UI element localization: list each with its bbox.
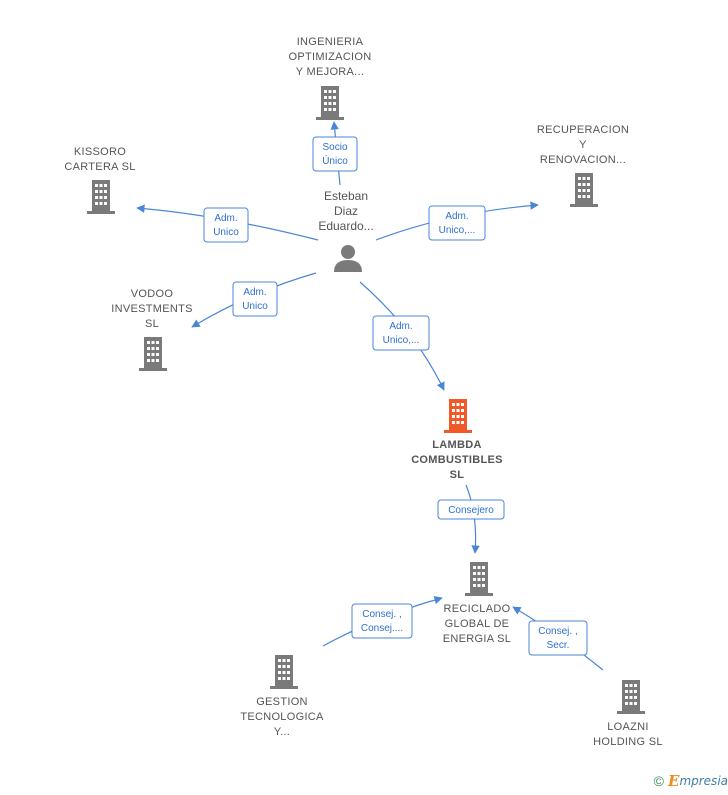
company-label-line: GESTION bbox=[256, 696, 308, 708]
company-node-kissoro[interactable]: KISSORO CARTERA SL bbox=[64, 146, 135, 214]
edge-label-line: Secr. bbox=[547, 640, 570, 651]
brand-footer: © E mpresia bbox=[654, 771, 728, 791]
edge-label-loazni-to-reciclado: Consej. , Secr. bbox=[528, 620, 588, 656]
building-icon bbox=[465, 562, 493, 596]
edge-label-line: Adm. bbox=[445, 211, 468, 222]
edge-label-line: Unico bbox=[213, 227, 239, 238]
company-label-line: VODOO bbox=[131, 288, 174, 300]
edge-label-to-ingenieria: Socio Único bbox=[312, 136, 358, 172]
person-label-line: Diaz bbox=[334, 204, 358, 218]
company-label-line: CARTERA SL bbox=[64, 161, 135, 173]
edge-label-line: Socio bbox=[322, 142, 347, 153]
edge-label-to-vodoo: Adm. Unico bbox=[232, 281, 278, 317]
building-icon bbox=[87, 180, 115, 214]
building-icon bbox=[444, 399, 472, 433]
company-node-loazni[interactable]: LOAZNI HOLDING SL bbox=[593, 680, 663, 748]
edge-label-line: Unico bbox=[242, 301, 268, 312]
building-icon bbox=[617, 680, 645, 714]
company-label-line: TECNOLOGICA bbox=[240, 711, 324, 723]
edge-label-line: Unico,... bbox=[383, 335, 420, 346]
company-label-line: LAMBDA bbox=[432, 439, 481, 451]
person-label-line: Esteban bbox=[324, 189, 368, 203]
company-label-line: ENERGIA SL bbox=[443, 633, 511, 645]
edge-label-gestion-to-reciclado: Consej. , Consej.... bbox=[351, 603, 413, 639]
edge-label-line: Consej.... bbox=[361, 623, 403, 634]
company-label-line: INGENIERIA bbox=[297, 36, 364, 48]
company-node-ingenieria[interactable]: INGENIERIA OPTIMIZACION Y MEJORA... bbox=[288, 36, 371, 120]
company-node-gestion[interactable]: GESTION TECNOLOGICA Y... bbox=[240, 655, 324, 738]
edge-label-line: Consej. , bbox=[362, 609, 401, 620]
edge-label-to-recuperacion: Adm. Unico,... bbox=[428, 205, 486, 241]
person-icon bbox=[334, 245, 362, 272]
person-node[interactable]: Esteban Diaz Eduardo... bbox=[318, 189, 374, 272]
building-icon bbox=[316, 86, 344, 120]
company-label-line: HOLDING SL bbox=[593, 736, 663, 748]
edge-label-line: Adm. bbox=[389, 321, 412, 332]
company-label-line: SL bbox=[450, 469, 465, 481]
company-label-line: Y... bbox=[274, 726, 290, 738]
company-node-recuperacion[interactable]: RECUPERACION Y RENOVACION... bbox=[537, 124, 629, 207]
person-label-line: Eduardo... bbox=[318, 219, 373, 233]
building-icon bbox=[270, 655, 298, 689]
company-label-line: SL bbox=[145, 318, 159, 330]
company-label-line: RECICLADO bbox=[444, 603, 511, 615]
edge-label-to-kissoro: Adm. Unico bbox=[203, 207, 249, 243]
edge-label-to-lambda: Adm. Unico,... bbox=[372, 315, 430, 351]
company-node-reciclado[interactable]: RECICLADO GLOBAL DE ENERGIA SL bbox=[443, 562, 511, 645]
company-label-line: OPTIMIZACION bbox=[288, 51, 371, 63]
company-label-line: Y MEJORA... bbox=[296, 66, 365, 78]
company-node-vodoo[interactable]: VODOO INVESTMENTS SL bbox=[111, 288, 193, 371]
company-label-line: Y bbox=[579, 139, 587, 151]
building-icon bbox=[570, 173, 598, 207]
company-label-line: KISSORO bbox=[74, 146, 126, 158]
company-label-line: LOAZNI bbox=[607, 721, 649, 733]
edge-label-line: Adm. bbox=[214, 213, 237, 224]
edge-label-line: Unico,... bbox=[439, 225, 476, 236]
edge-label-line: Consej. , bbox=[538, 626, 577, 637]
company-label-line: INVESTMENTS bbox=[111, 303, 193, 315]
company-node-lambda[interactable]: LAMBDA COMBUSTIBLES SL bbox=[411, 399, 503, 481]
copyright-icon: © bbox=[653, 773, 664, 789]
edge-label-line: Adm. bbox=[243, 287, 266, 298]
company-label-line: RECUPERACION bbox=[537, 124, 629, 136]
company-label-line: COMBUSTIBLES bbox=[411, 454, 503, 466]
edge-label-line: Único bbox=[322, 154, 348, 167]
brand-logo-initial: E bbox=[668, 772, 680, 790]
edge-label-lambda-to-reciclado: Consejero bbox=[437, 499, 505, 520]
company-label-line: GLOBAL DE bbox=[445, 618, 510, 630]
edge-label-line: Consejero bbox=[448, 505, 494, 516]
edges bbox=[136, 121, 604, 671]
brand-logo-text: mpresia bbox=[679, 774, 728, 788]
building-icon bbox=[139, 337, 167, 371]
company-label-line: RENOVACION... bbox=[540, 154, 626, 166]
